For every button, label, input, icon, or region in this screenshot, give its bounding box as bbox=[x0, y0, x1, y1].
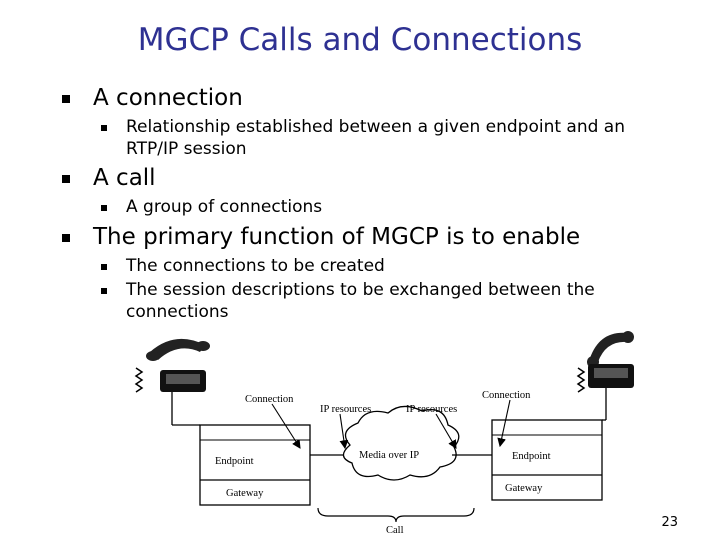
label-connection-right: Connection bbox=[482, 390, 531, 401]
label-endpoint-left: Endpoint bbox=[215, 456, 254, 467]
gateway-right-box bbox=[491, 419, 603, 501]
label-gateway-left: Gateway bbox=[226, 488, 264, 499]
sub-bullet-call-def: A group of connections bbox=[126, 197, 323, 217]
label-connection-left: Connection bbox=[245, 394, 294, 405]
call-brace bbox=[317, 507, 475, 523]
label-ip-resources-left: IP resources bbox=[320, 404, 371, 415]
slide-title: MGCP Calls and Connections bbox=[137, 22, 583, 58]
bullet-primary-function: The primary function of MGCP is to enabl… bbox=[93, 224, 581, 250]
sub-bullet-marker bbox=[101, 125, 107, 131]
arrow-connection-left bbox=[271, 403, 301, 449]
sub-bullet-marker bbox=[101, 288, 107, 294]
media-cloud bbox=[342, 405, 460, 481]
gateway-left-box bbox=[199, 424, 311, 506]
label-call: Call bbox=[386, 525, 404, 536]
bullet-marker bbox=[62, 95, 70, 103]
bullet-connection: A connection bbox=[93, 85, 243, 111]
label-gateway-right: Gateway bbox=[505, 483, 543, 494]
telephone-left-icon bbox=[134, 338, 210, 393]
bullet-call: A call bbox=[93, 165, 156, 191]
arrow-ip-right bbox=[435, 413, 457, 449]
bullet-marker bbox=[62, 175, 70, 183]
sub-bullet-connection-def-1: Relationship established between a given… bbox=[126, 117, 625, 137]
arrow-connection-right bbox=[497, 399, 511, 448]
sub-bullet-marker bbox=[101, 264, 107, 270]
sub-bullet-connections-created: The connections to be created bbox=[126, 256, 385, 276]
telephone-right-icon bbox=[576, 331, 634, 393]
label-endpoint-right: Endpoint bbox=[512, 451, 551, 462]
sub-bullet-session-descriptions-2: connections bbox=[126, 302, 229, 322]
sub-bullet-session-descriptions-1: The session descriptions to be exchanged… bbox=[126, 280, 595, 300]
sub-bullet-connection-def-2: RTP/IP session bbox=[126, 139, 247, 159]
arrow-ip-left bbox=[339, 413, 349, 450]
sub-bullet-marker bbox=[101, 205, 107, 211]
label-media-over-ip: Media over IP bbox=[359, 450, 419, 461]
label-ip-resources-right: IP resources bbox=[406, 404, 457, 415]
page-number: 23 bbox=[661, 515, 678, 530]
bullet-marker bbox=[62, 234, 70, 242]
